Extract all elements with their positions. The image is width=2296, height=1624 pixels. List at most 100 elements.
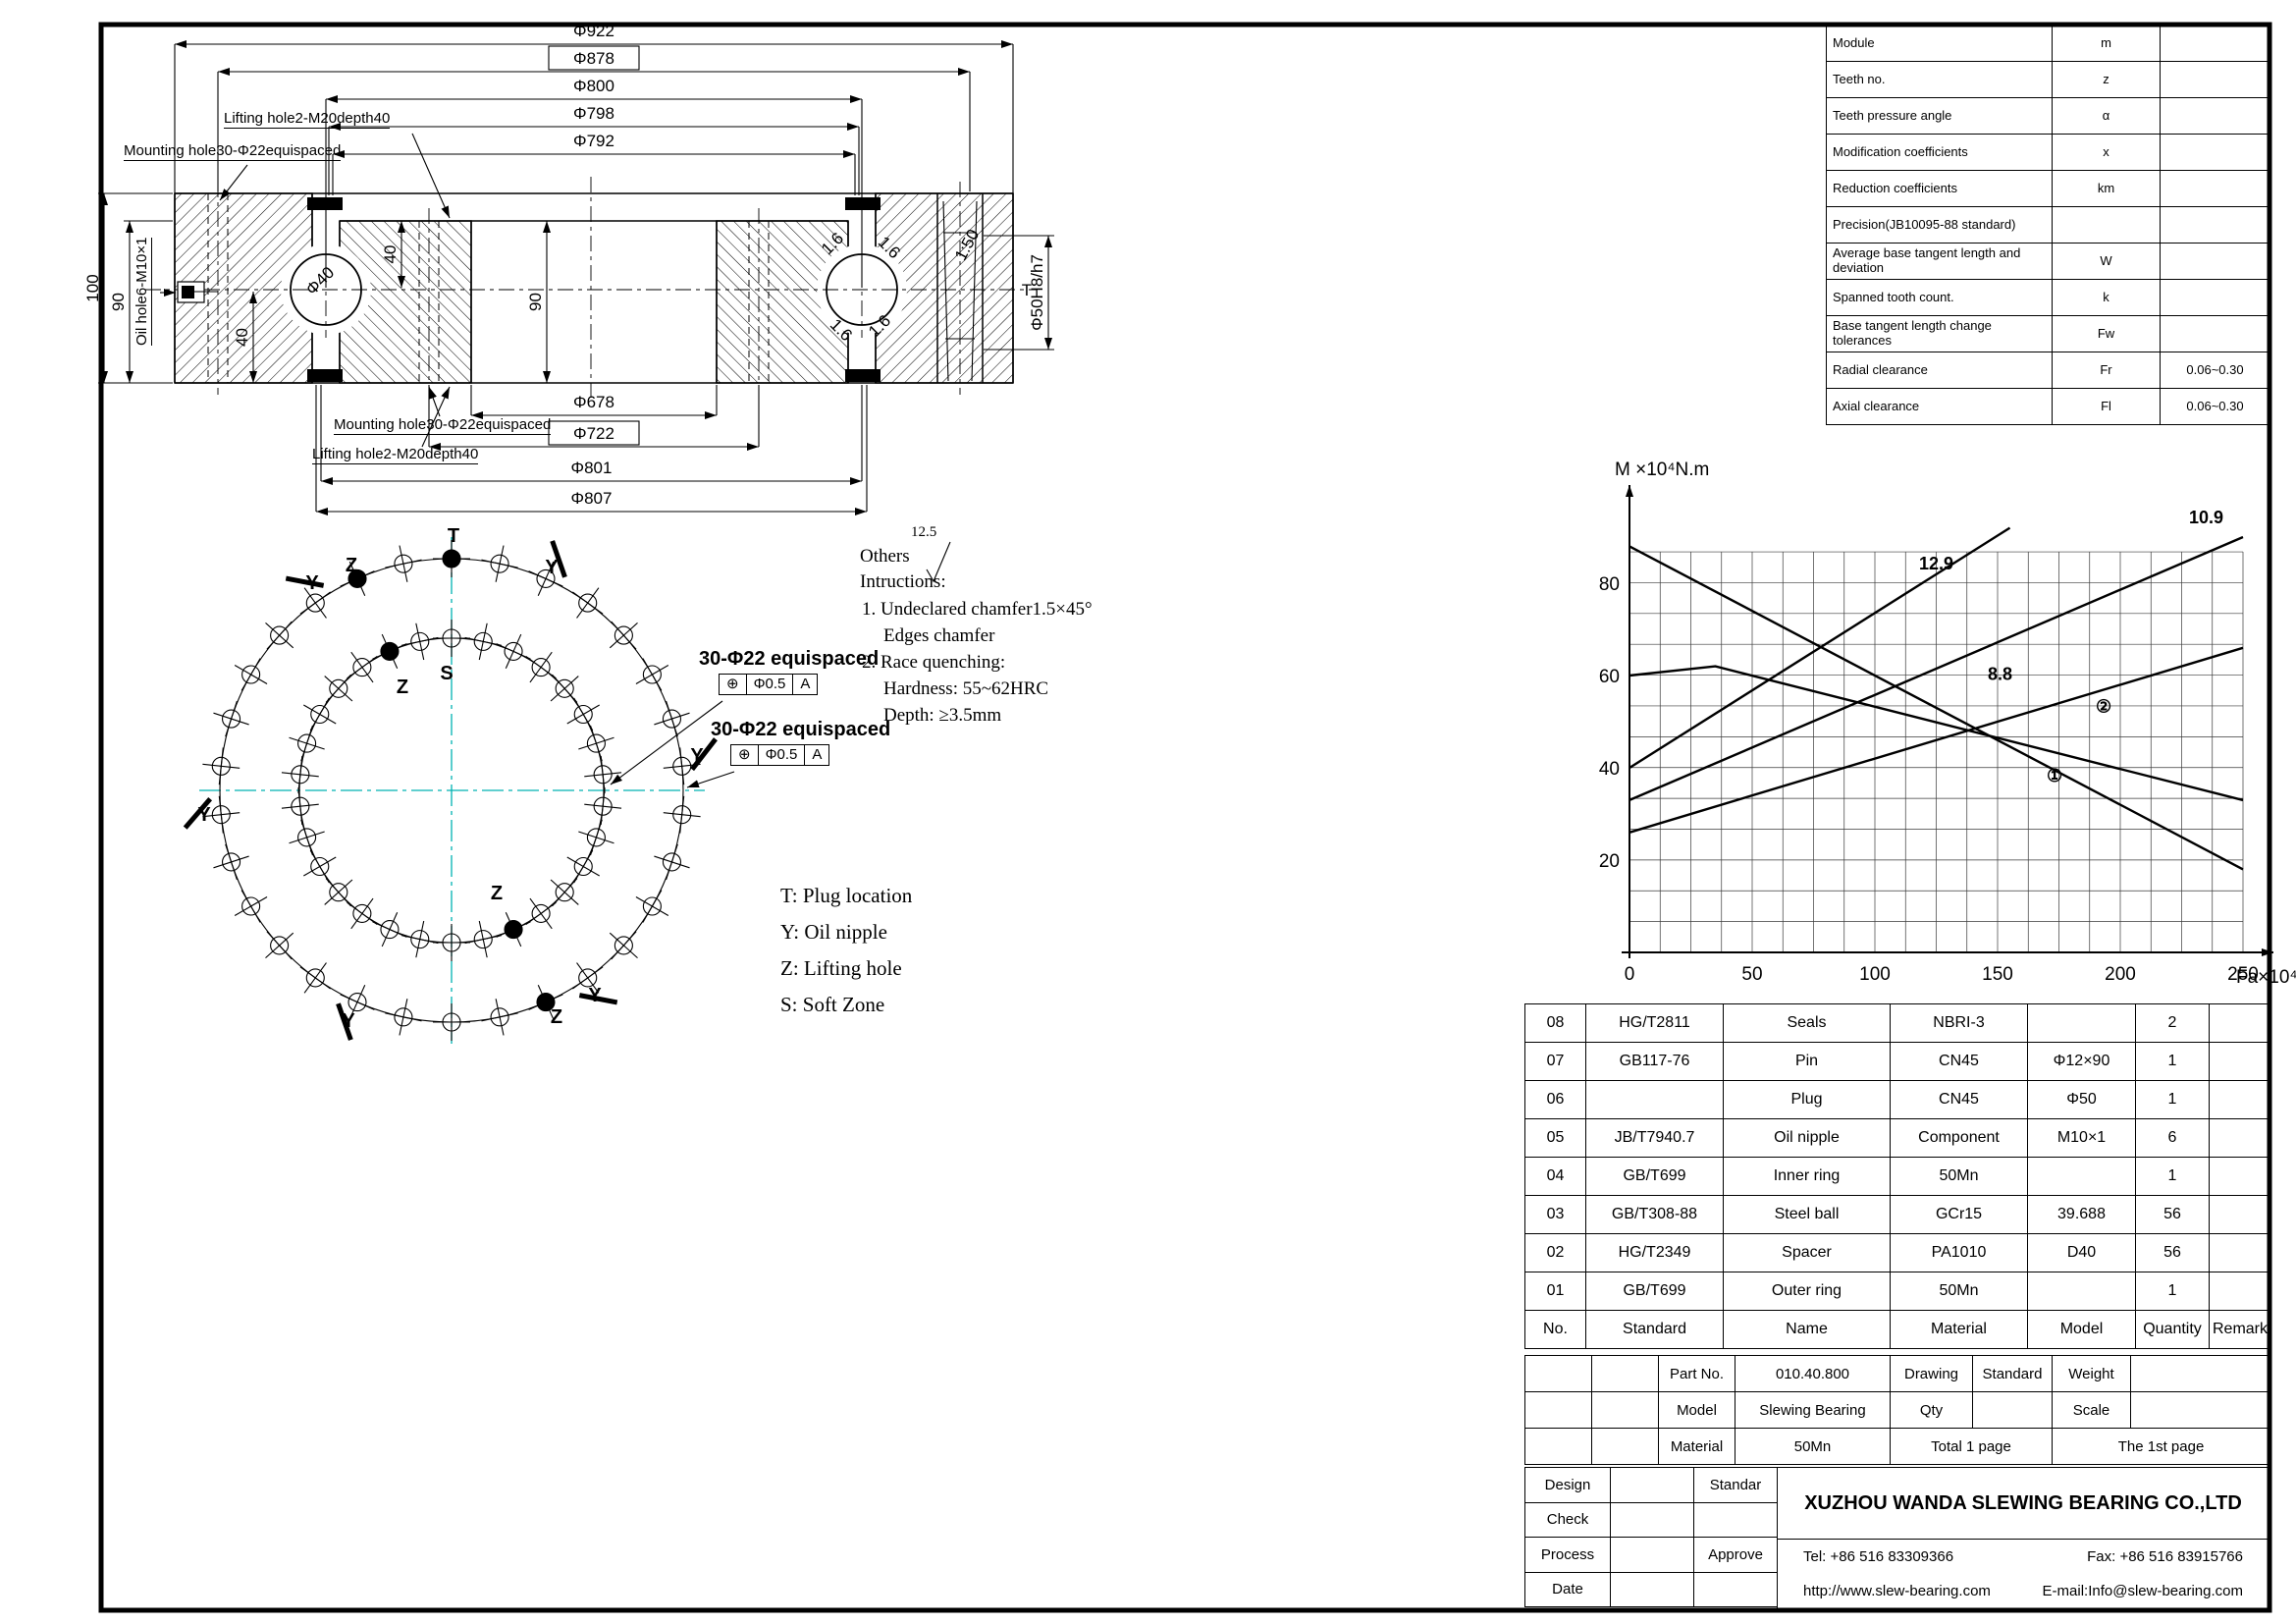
bolt-hole	[329, 883, 348, 902]
y-tick-label: 40	[1599, 759, 1620, 780]
y-tick-label: 60	[1599, 667, 1620, 687]
company-tel: Tel: +86 516 83309366	[1803, 1548, 1954, 1565]
label-mounting-hole-top: Mounting hole30-Φ22equispaced	[124, 142, 342, 161]
param-row: Teeth no.z	[1826, 61, 2270, 98]
bolt-hole	[310, 856, 330, 877]
callout-inner-bolt-holes: 30-Φ22 equispaced ⊕ Φ0.5 A	[699, 648, 879, 695]
title-block-top: Part No. 010.40.800 Drawing Standard Wei…	[1524, 1355, 2270, 1465]
oil-nipple-tick	[183, 796, 213, 830]
bolt-hole	[310, 704, 330, 725]
position-letter: Z	[397, 677, 408, 698]
legend-plug-location: T: Plug location	[780, 884, 913, 907]
position-letter: Y	[588, 985, 602, 1006]
note-item-1b: Edges chamfer	[883, 625, 995, 646]
chart-series	[1629, 535, 2244, 802]
position-letter: Y	[197, 804, 211, 826]
chart-series	[1629, 526, 2011, 770]
bolt-hole	[555, 678, 574, 698]
date-label: Date	[1524, 1571, 1611, 1607]
oil-nipple-fitting	[177, 281, 218, 303]
x-tick-label: 0	[1625, 964, 1635, 985]
annotation-text: T	[1022, 281, 1032, 299]
bolt-hole	[211, 805, 231, 825]
qty-label: Qty	[1890, 1391, 1973, 1429]
oil-nipple-tick	[690, 737, 718, 772]
y-axis-title: M ×10⁴N.m	[1615, 460, 1709, 480]
y-tick-label: 80	[1599, 574, 1620, 595]
bolt-hole	[347, 993, 367, 1012]
feature-control-frame: ⊕ Φ0.5 A	[730, 744, 830, 766]
param-row: Spanned tooth count.k	[1826, 279, 2270, 316]
curve-label: ①	[2047, 766, 2062, 785]
bolt-hole	[297, 733, 317, 753]
notes-others: Others	[860, 546, 910, 567]
label-mounting-hole-bottom: Mounting hole30-Φ22equispaced	[334, 416, 552, 435]
dimension-text: Φ798	[573, 104, 614, 123]
scale-label: Scale	[2052, 1391, 2131, 1429]
part-no-label: Part No.	[1658, 1355, 1735, 1392]
note-item-2b: Hardness: 55~62HRC	[883, 678, 1049, 699]
legend-oil-nipple: Y: Oil nipple	[780, 920, 887, 944]
curve-label: 8.8	[1988, 665, 2012, 684]
chart-series	[1629, 646, 2244, 834]
bolt-hole	[380, 920, 400, 940]
dimension-text: Φ807	[571, 489, 613, 508]
seal-strip	[845, 197, 881, 210]
feature-control-frame: ⊕ Φ0.5 A	[719, 674, 819, 695]
bolt-hole	[672, 805, 692, 825]
bolt-hole	[270, 936, 290, 955]
position-letter: Y	[305, 572, 319, 594]
standard-cell: Standar	[1693, 1467, 1778, 1503]
company-web: http://www.slew-bearing.com	[1803, 1583, 1991, 1599]
datum-reference: A	[800, 676, 811, 692]
label-oil-hole: Oil hole6-M10×1	[133, 237, 152, 346]
page-number: The 1st page	[2052, 1428, 2270, 1465]
total-pages: Total 1 page	[1890, 1428, 2053, 1465]
position-tolerance-icon: ⊕	[731, 745, 759, 765]
bolt-hole	[642, 665, 662, 684]
dimension-text: 100	[83, 274, 102, 301]
dimension-text: Φ800	[573, 77, 614, 95]
tolerance-value: Φ0.5	[759, 745, 806, 765]
bolt-circle-view	[199, 537, 705, 1044]
bolt-hole	[297, 828, 317, 847]
position-letter: Y	[342, 1010, 355, 1032]
datum-reference: A	[812, 746, 823, 763]
bolt-hole	[672, 756, 692, 776]
bolt-hole	[473, 930, 493, 949]
bolt-hole	[662, 709, 681, 729]
bolt-hole	[305, 968, 325, 988]
oil-nipple-tick	[285, 575, 325, 588]
dimension-text: 90	[526, 293, 545, 311]
dimension-text: Φ922	[573, 22, 614, 40]
process-label: Process	[1524, 1537, 1611, 1573]
plug-and-taper-pin	[936, 193, 984, 383]
dimension-text: Φ792	[573, 132, 614, 150]
position-letter: Z	[491, 883, 503, 904]
dimension-text: Φ801	[571, 459, 613, 477]
bolt-hole	[490, 554, 509, 573]
material-label: Material	[1658, 1428, 1735, 1465]
bolt-hole	[329, 678, 348, 698]
bolt-hole	[614, 625, 633, 645]
position-tolerance-icon: ⊕	[720, 675, 747, 694]
bolt-hole	[593, 796, 613, 816]
oil-nipple-tick	[550, 540, 567, 578]
model-label: Model	[1658, 1391, 1735, 1429]
dimension-text: 40	[381, 245, 400, 264]
note-item-2: 2. Race quenching:	[862, 652, 1006, 673]
bolt-hole	[504, 641, 523, 661]
note-item-1: 1. Undeclared chamfer1.5×45°	[862, 599, 1093, 620]
company-email: E-mail:Info@slew-bearing.com	[2042, 1583, 2243, 1599]
curve-label: ②	[2096, 697, 2111, 717]
bolt-hole	[614, 936, 633, 955]
drawing-label: Drawing	[1890, 1355, 1973, 1392]
dimension-text: 40	[233, 328, 251, 347]
